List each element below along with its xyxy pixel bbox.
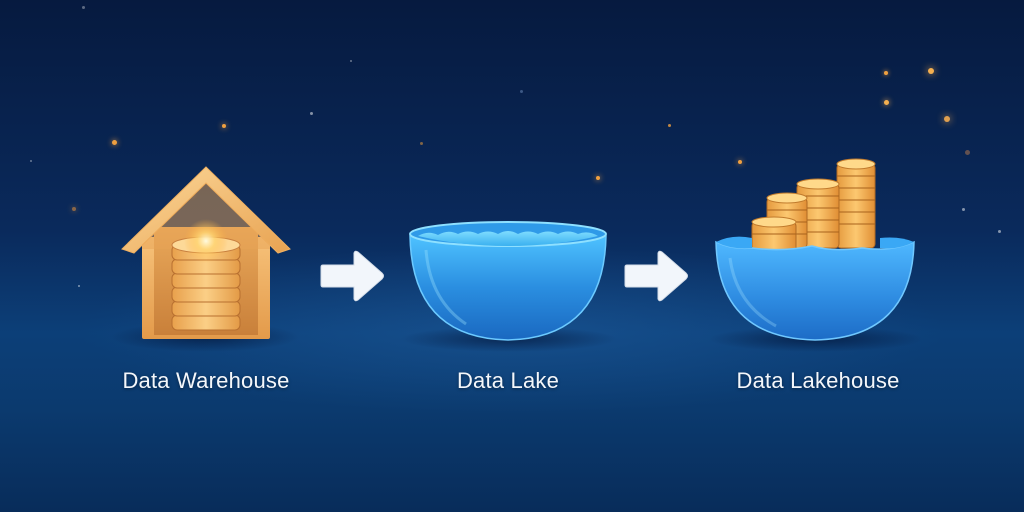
- label-data-lakehouse: Data Lakehouse: [736, 368, 900, 393]
- bowl-with-coin-stacks-icon: [715, 158, 915, 341]
- water-bowl-icon: [409, 221, 607, 341]
- label-data-warehouse: Data Warehouse: [122, 368, 290, 393]
- arrow-right-icon: [320, 250, 384, 302]
- label-data-lake: Data Lake: [456, 368, 560, 393]
- arrow-right-icon: [624, 250, 688, 302]
- house-with-database-icon: [121, 166, 291, 339]
